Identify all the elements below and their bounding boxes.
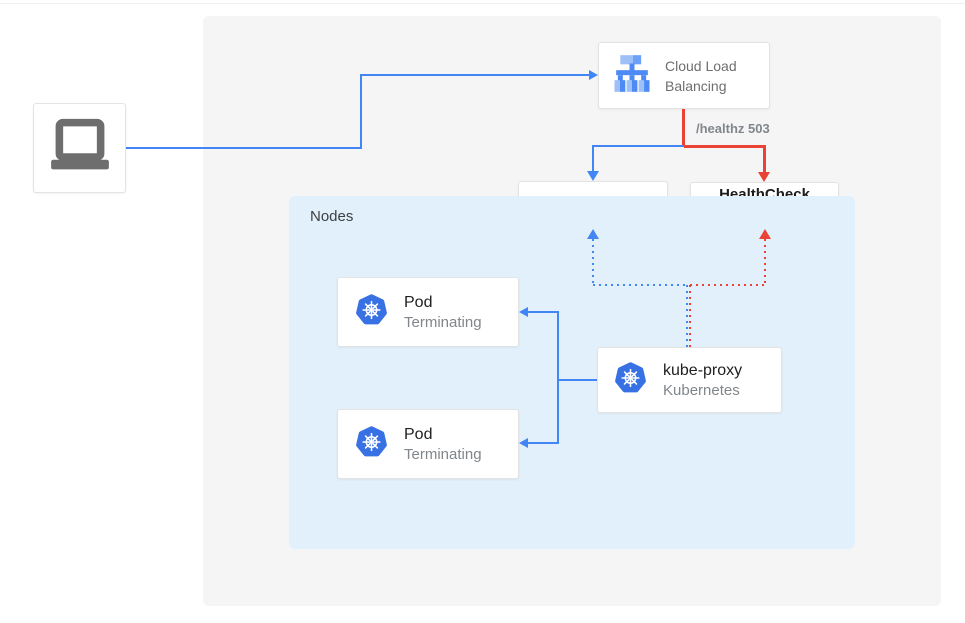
pod-terminating-node-1: Pod Terminating bbox=[337, 277, 519, 347]
kube-proxy-up-dotted-blue bbox=[686, 285, 688, 347]
laptop-icon bbox=[47, 117, 113, 180]
client-node bbox=[33, 103, 126, 193]
healthz-status-label: /healthz 503 bbox=[696, 121, 770, 136]
nodes-panel-label: Nodes bbox=[310, 208, 354, 225]
dotted-branch-to-healthcheck bbox=[764, 239, 766, 285]
kube-proxy-to-pods-line bbox=[558, 379, 597, 381]
pod-status: Terminating bbox=[404, 445, 482, 463]
client-to-clb-line bbox=[360, 74, 362, 149]
top-divider bbox=[0, 3, 965, 4]
client-to-clb-line bbox=[126, 147, 362, 149]
kube-proxy-subtitle: Kubernetes bbox=[663, 381, 740, 399]
kube-proxy-to-pod1-line bbox=[528, 311, 558, 313]
clb-to-nodeport-line bbox=[592, 145, 594, 172]
clb-health-stem-line bbox=[682, 109, 685, 147]
cloud-load-balancing-node: Cloud Load Balancing bbox=[598, 42, 770, 109]
arrowhead-into-nodeport bbox=[587, 171, 599, 181]
kube-proxy-to-pods-line bbox=[557, 311, 559, 444]
kube-proxy-title: kube-proxy bbox=[663, 361, 743, 379]
pod-title: Pod bbox=[404, 293, 433, 311]
pod-terminating-node-2: Pod Terminating bbox=[337, 409, 519, 479]
kubernetes-icon bbox=[353, 292, 390, 333]
clb-to-healthcheck-line bbox=[684, 145, 766, 148]
load-balancer-icon bbox=[612, 54, 652, 97]
arrowhead-into-pod1 bbox=[519, 307, 528, 317]
pod-status: Terminating bbox=[404, 313, 482, 331]
dotted-branch-to-nodeport bbox=[593, 284, 687, 286]
dotted-branch-to-healthcheck bbox=[690, 284, 766, 286]
clb-to-healthcheck-line bbox=[763, 145, 766, 172]
kube-proxy-up-dotted-red bbox=[689, 285, 691, 347]
cloud-load-balancing-label: Cloud Load Balancing bbox=[665, 57, 737, 94]
arrowhead-into-clb bbox=[589, 70, 598, 80]
pod-title: Pod bbox=[404, 425, 433, 443]
clb-to-nodeport-line bbox=[592, 145, 684, 147]
arrowhead-into-healthcheck-bottom bbox=[759, 229, 771, 239]
arrowhead-into-healthcheck-nodeport bbox=[758, 172, 770, 182]
arrowhead-into-nodeport-bottom bbox=[587, 229, 599, 239]
client-to-clb-line bbox=[360, 74, 589, 76]
kube-proxy-to-pod2-line bbox=[528, 442, 558, 444]
kubernetes-icon bbox=[612, 360, 649, 401]
dotted-branch-to-nodeport bbox=[592, 239, 594, 285]
arrowhead-into-pod2 bbox=[519, 438, 528, 448]
kubernetes-icon bbox=[353, 424, 390, 465]
kube-proxy-node: kube-proxy Kubernetes bbox=[597, 347, 782, 413]
